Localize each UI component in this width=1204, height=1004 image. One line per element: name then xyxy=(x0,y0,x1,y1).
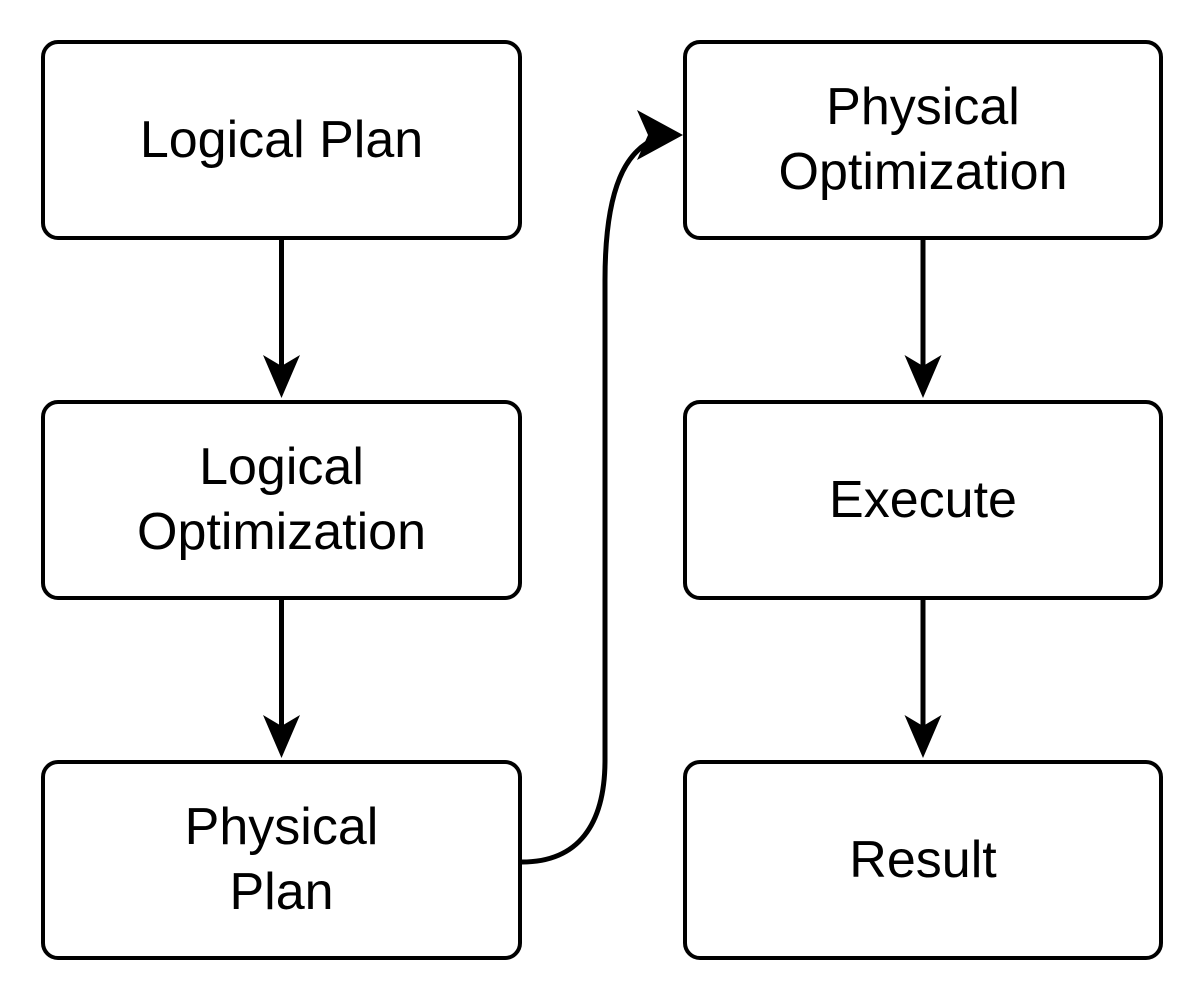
node-execute-label: Execute xyxy=(829,470,1017,529)
node-logical-optimization[interactable]: Logical Optimization xyxy=(41,400,522,600)
edge-logical-plan-to-logical-optimization xyxy=(263,240,300,398)
node-result-label: Result xyxy=(849,830,997,889)
edge-physical-optimization-to-execute xyxy=(904,240,942,398)
node-execute[interactable]: Execute xyxy=(683,400,1163,600)
node-physical-plan-label: Physical Plan xyxy=(184,798,379,921)
node-logical-plan[interactable]: Logical Plan xyxy=(41,40,522,240)
node-physical-plan[interactable]: Physical Plan xyxy=(41,760,522,960)
node-physical-optimization[interactable]: Physical Optimization xyxy=(683,40,1163,240)
edge-logical-optimization-to-physical-plan xyxy=(263,600,300,758)
edge-execute-to-result xyxy=(904,600,942,758)
node-logical-optimization-label: Logical Optimization xyxy=(137,438,426,561)
edge-physical-plan-to-physical-optimization xyxy=(521,110,683,865)
node-physical-optimization-label: Physical Optimization xyxy=(778,78,1068,201)
node-result[interactable]: Result xyxy=(683,760,1163,960)
node-logical-plan-label: Logical Plan xyxy=(139,110,424,169)
